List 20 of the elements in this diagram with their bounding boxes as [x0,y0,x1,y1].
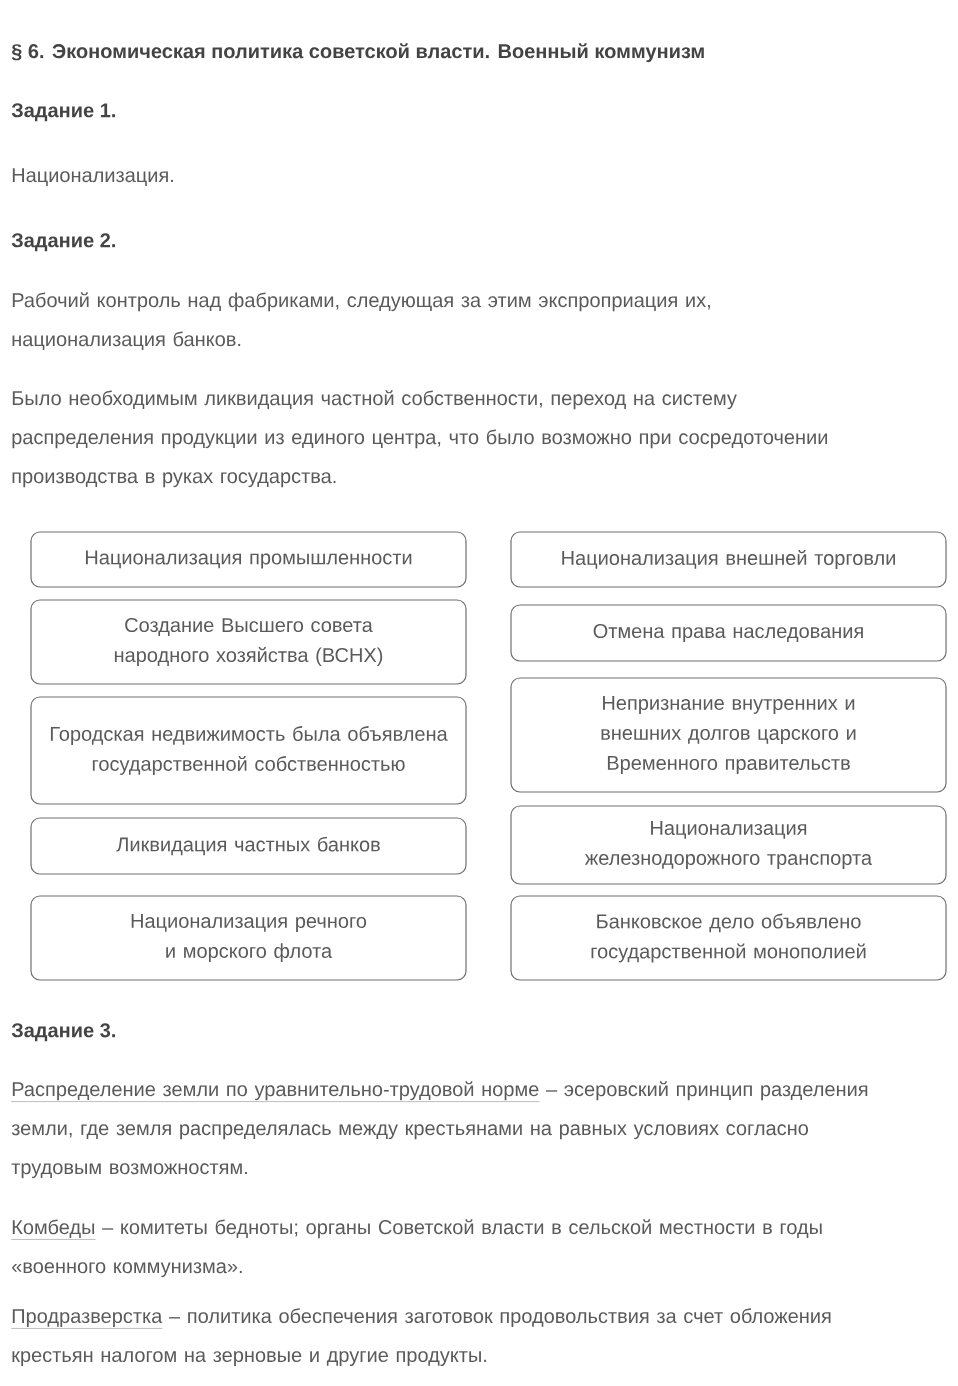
definition: Комбеды – комитеты бедноты; органы Советской власти в сельской местности в годы «военного коммунизма». [11,1219,822,1278]
section-heading: Задание 2. [11,233,115,252]
text-box: Создание Высшего совета народного хозяйства (ВСНХ) [30,599,467,685]
text-box: Непризнание внутренних и внешних долгов царского и Временного правительств [510,677,947,793]
text-box: Национализация внешней торговли [510,531,947,588]
paragraph: Было необходимым ликвидация частной собственности, переход на систему распределения продукции из единого центра, что было возможно при сосредоточении производства в руках государства. [12,390,828,488]
heading: § 6. Экономическая политика советской власти. Военный коммунизм [11,43,704,63]
section-heading: Задание 1. [11,103,115,122]
section-heading: Задание 3. [11,1023,115,1042]
text-box: Отмена права наследования [510,604,947,662]
definition: Продразверстка – политика обеспечения заготовок продовольствия за счет обложения крестьян налогом на зерновые и другие продукты. [11,1308,831,1367]
text-box: Национализация промышленности [30,531,467,588]
text-box: Банковское дело объявлено государственной монополией [510,895,947,981]
text-box: Национализация железнодорожного транспорта [510,805,947,885]
paragraph: Национализация. [12,168,173,186]
text-box: Национализация речного и морского флота [30,895,467,981]
paragraph: Рабочий контроль над фабриками, следующая за этим экспроприация их, национализация банков. [12,292,710,351]
text-box: Городская недвижимость была объявлена государственной собственностью [30,696,467,805]
definition: Распределение земли по уравнительно-трудовой норме – эсеровский принцип разделения земли, где земля распределялась между крестьянами на равных условиях согласно трудовым возможностям. [11,1081,868,1179]
text-box: Ликвидация частных банков [30,817,467,875]
